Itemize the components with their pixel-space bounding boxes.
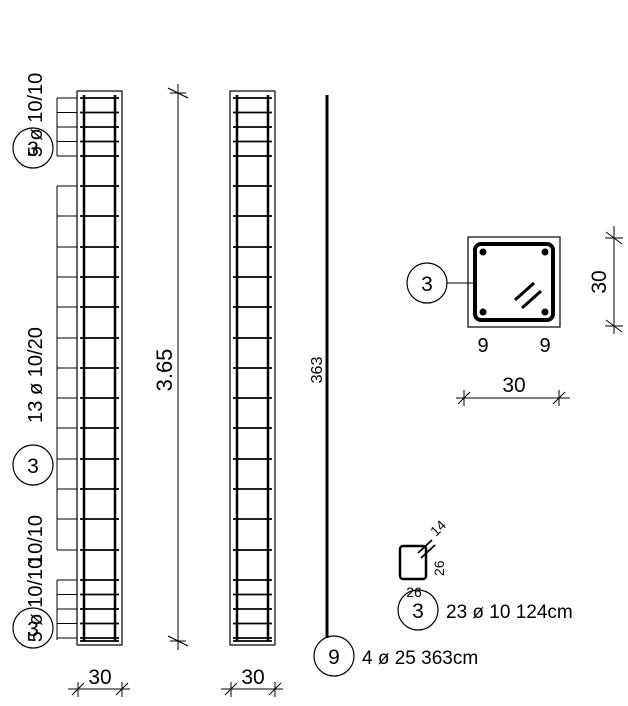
- stirrup-schedule-entry: 3 23 ø 10 124cm: [397, 589, 573, 631]
- stirrup-spec-middle: 13 ø 10/20: [25, 327, 47, 423]
- column-elevation-left: [76, 90, 123, 646]
- cover-left-label: 9: [477, 335, 488, 357]
- section-width-dimension: 30: [456, 374, 570, 406]
- stirrup-callout-bottom: 3: [12, 607, 54, 649]
- width-dimension-left: 30: [68, 666, 130, 697]
- stirrup-shape-detail: 14 26 26: [398, 517, 449, 600]
- cross-section: 3 9 9: [406, 236, 561, 357]
- callout-mark: 3: [27, 618, 39, 641]
- longitudinal-bar: 363: [309, 95, 329, 638]
- stirrup-hook: [520, 289, 543, 310]
- dimension-label: 30: [88, 666, 111, 689]
- bottom-length-label: 26: [406, 584, 422, 600]
- cover-right-label: 9: [539, 335, 550, 357]
- callout-mark: 3: [27, 138, 39, 161]
- hook-length-label: 14: [427, 517, 449, 539]
- stirrup-callout-middle: 3: [12, 444, 54, 486]
- stirrup-spacing-ladder: [56, 97, 77, 640]
- section-stirrup-mark: 3: [421, 273, 433, 296]
- rebar-dot: [479, 248, 487, 256]
- dimension-label: 30: [241, 666, 264, 689]
- stirrup-spec-lower-middle: 10/10: [25, 515, 47, 565]
- callout-mark: 3: [27, 455, 39, 478]
- section-stirrup: [473, 242, 555, 322]
- stirrup-hook: [513, 281, 536, 302]
- height-dimension-label: 3.65: [152, 349, 177, 392]
- schedule-text: 4 ø 25 363cm: [362, 648, 478, 669]
- side-length-label: 26: [431, 560, 447, 576]
- dimension-label: 30: [588, 270, 611, 293]
- dimension-label: 30: [502, 374, 525, 397]
- rebar-dot: [479, 308, 487, 316]
- stirrup-callout-top: 3: [12, 127, 54, 169]
- bar-length-label: 363: [309, 357, 326, 384]
- column-outline: [229, 90, 276, 646]
- rebar-dot: [541, 248, 549, 256]
- stirrup-spec-top: 5 ø 10/10: [25, 73, 47, 158]
- column-elevation-middle: [229, 90, 276, 646]
- bar-schedule-entry: 9 4 ø 25 363cm: [313, 635, 478, 677]
- stirrup-lines: [80, 97, 119, 642]
- schedule-mark: 3: [412, 600, 424, 623]
- schedule-text: 23 ø 10 124cm: [446, 602, 573, 623]
- section-outline: [467, 236, 561, 328]
- schedule-mark: 9: [328, 646, 340, 669]
- stirrup-lines: [233, 97, 272, 642]
- rebar-dot: [541, 308, 549, 316]
- width-dimension-middle: 30: [221, 666, 283, 697]
- height-dimension: 3.65: [152, 84, 189, 650]
- stirrup-spec-bottom: 5 ø 10/10: [25, 558, 47, 643]
- section-height-dimension: 30: [588, 226, 623, 334]
